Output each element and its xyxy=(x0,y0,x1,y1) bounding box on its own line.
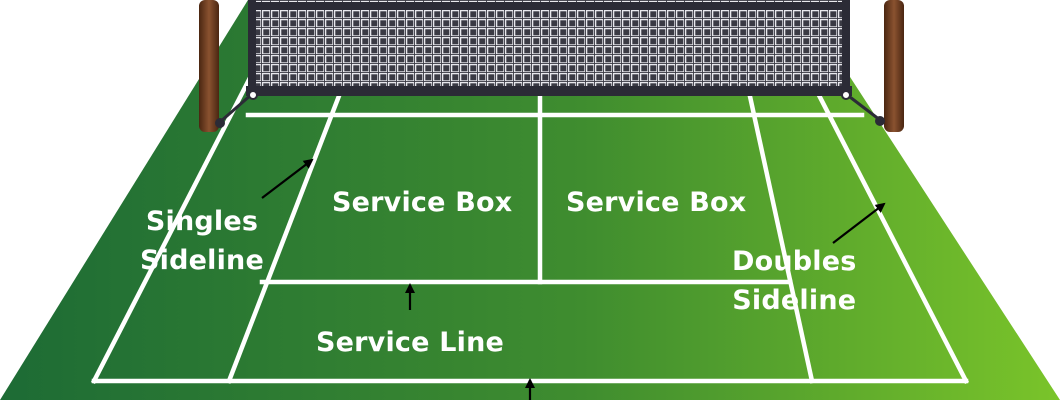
doubles-sideline-label-line1: Doubles xyxy=(732,246,857,277)
net-posts xyxy=(199,0,904,132)
arrow-icon xyxy=(832,202,886,244)
singles-sideline-label-line1: Singles xyxy=(145,206,259,237)
service-box-right-text: Service Box xyxy=(566,187,747,218)
service-box-right-label: Service Box xyxy=(566,183,746,222)
court-lines xyxy=(90,0,970,385)
singles-sideline-label-line2: Sideline xyxy=(140,245,264,277)
net-cables xyxy=(219,92,881,124)
net xyxy=(246,0,852,100)
service-line-text: Service Line xyxy=(316,327,505,358)
service-line-label: Service Line xyxy=(316,323,504,362)
service-box-left-label: Service Box xyxy=(332,183,512,222)
doubles-sideline-label: Doubles Sideline xyxy=(732,242,857,320)
doubles-sideline-label-line2: Sideline xyxy=(732,285,857,317)
singles-sideline-label: Singles Sideline xyxy=(140,202,264,280)
service-box-left-text: Service Box xyxy=(332,187,513,218)
arrow-icon xyxy=(261,158,314,199)
